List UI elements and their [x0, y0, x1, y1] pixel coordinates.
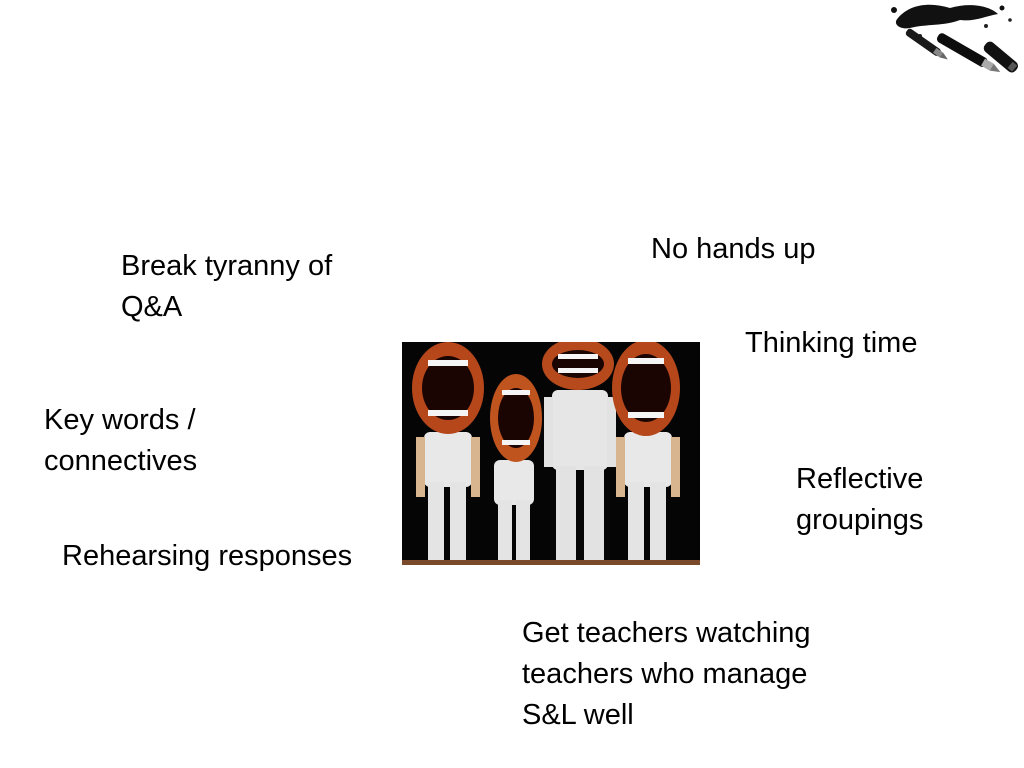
pens-ink-decoration	[890, 0, 1024, 90]
key-words-text: Key words / connectives	[44, 404, 198, 477]
reflective-groupings-text: Reflective groupings	[796, 463, 924, 536]
no-hands-up-text: No hands up	[651, 233, 816, 265]
thinking-time-text: Thinking time	[745, 327, 918, 359]
teachers-watching-text: Get teachers watching teachers who manag…	[522, 617, 811, 731]
mouth-figures-image	[402, 342, 700, 565]
rehearsing-responses-text: Rehearsing responses	[62, 540, 353, 572]
break-tyranny-text: Break tyranny of Q&A	[121, 250, 333, 323]
